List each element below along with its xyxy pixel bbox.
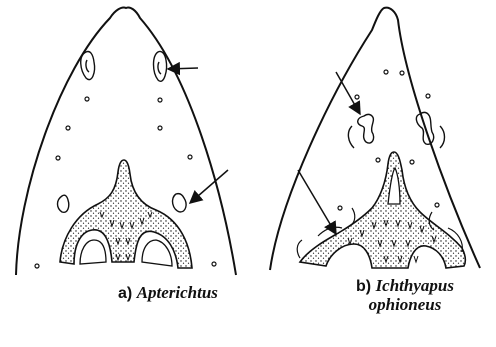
palate-inner-a [80, 240, 106, 264]
panel-a-taxon: Apterichtus [137, 283, 218, 302]
rear-nostril-left-a [58, 195, 69, 212]
panel-b-taxon-line2: ophioneus [330, 296, 480, 314]
nostril-left-b [358, 115, 374, 144]
panel-a-palate [60, 160, 192, 268]
caption-panel-b: b) Ichthyapus ophioneus [330, 277, 480, 314]
panel-a-letter: a) [118, 285, 132, 302]
caption-panel-a: a) Apterichtus [118, 284, 218, 303]
panel-b-letter: b) [356, 278, 371, 295]
nostril-left-a [81, 51, 95, 79]
rear-nostril-right-a [173, 194, 187, 212]
panel-a-arrows [168, 68, 228, 203]
panel-b-taxon-line1: Ichthyapus [376, 276, 454, 295]
arrow-anterior-nostril-b [336, 72, 360, 114]
arrow-anterior-nostril-a [168, 68, 198, 69]
nostril-right-a [154, 51, 167, 81]
palate-outer-a [60, 160, 192, 268]
arrow-posterior-nostril-a [190, 170, 228, 203]
arrow-posterior-nostril-b [298, 170, 336, 234]
